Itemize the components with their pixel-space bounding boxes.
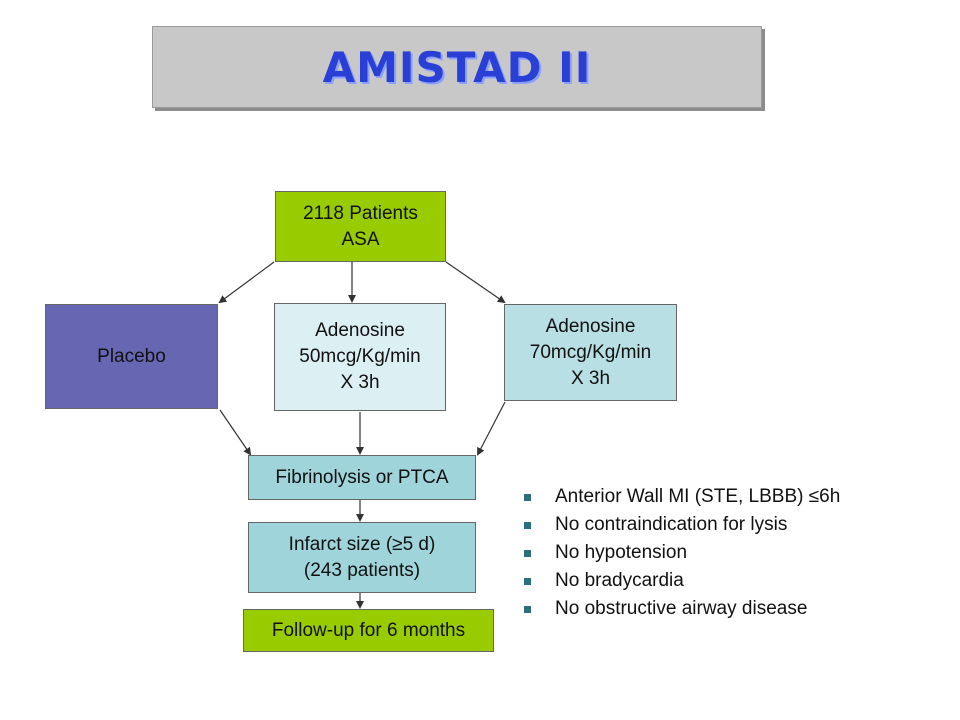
adenosine70-line-3: X 3h bbox=[570, 367, 611, 389]
infarct-line-1: Infarct size (≥5 d) bbox=[288, 533, 436, 555]
treatment-box: Fibrinolysis or PTCA bbox=[248, 455, 476, 500]
followup-box: Follow-up for 6 months bbox=[243, 609, 494, 652]
square-bullet-icon bbox=[524, 605, 531, 613]
list-item: No bradycardia bbox=[520, 567, 840, 595]
square-bullet-icon bbox=[524, 493, 531, 501]
start-line-2: ASA bbox=[341, 228, 380, 250]
criteria-list: Anterior Wall MI (STE, LBBB) ≤6h No cont… bbox=[520, 483, 840, 623]
arrow-start-placebo bbox=[218, 261, 275, 304]
square-bullet-icon bbox=[524, 549, 531, 557]
adenosine50-line-3: X 3h bbox=[340, 372, 380, 393]
list-item: Anterior Wall MI (STE, LBBB) ≤6h bbox=[520, 483, 840, 511]
list-item: No hypotension bbox=[520, 539, 840, 567]
arrow-placebo-treatment bbox=[219, 409, 252, 456]
adenosine50-line-1: Adenosine bbox=[315, 320, 405, 341]
adenosine70-box: Adenosine 70mcg/Kg/min X 3h bbox=[504, 304, 677, 401]
adenosine50-line-2: 50mcg/Kg/min bbox=[299, 346, 421, 367]
adenosine70-line-1: Adenosine bbox=[545, 315, 636, 337]
placebo-box: Placebo bbox=[45, 304, 218, 409]
square-bullet-icon bbox=[524, 521, 531, 529]
treatment-label: Fibrinolysis or PTCA bbox=[275, 466, 449, 488]
arrow-start-adenosine70 bbox=[445, 261, 506, 304]
adenosine70-line-2: 70mcg/Kg/min bbox=[529, 341, 652, 363]
arrow-adenosine70-treatment bbox=[477, 401, 506, 456]
start-box: 2118 Patients ASA bbox=[275, 191, 446, 262]
infarct-line-2: (243 patients) bbox=[303, 559, 421, 581]
title-banner: AMISTAD II bbox=[152, 26, 762, 108]
infarct-box: Infarct size (≥5 d) (243 patients) bbox=[248, 522, 476, 593]
list-item: No contraindication for lysis bbox=[520, 511, 840, 539]
start-line-1: 2118 Patients bbox=[303, 202, 418, 224]
followup-label: Follow-up for 6 months bbox=[271, 619, 466, 641]
placebo-label: Placebo bbox=[97, 345, 166, 367]
list-item: No obstructive airway disease bbox=[520, 595, 840, 623]
square-bullet-icon bbox=[524, 577, 531, 585]
page-title: AMISTAD II bbox=[322, 42, 592, 92]
adenosine50-box: Adenosine 50mcg/Kg/min X 3h bbox=[274, 303, 446, 411]
